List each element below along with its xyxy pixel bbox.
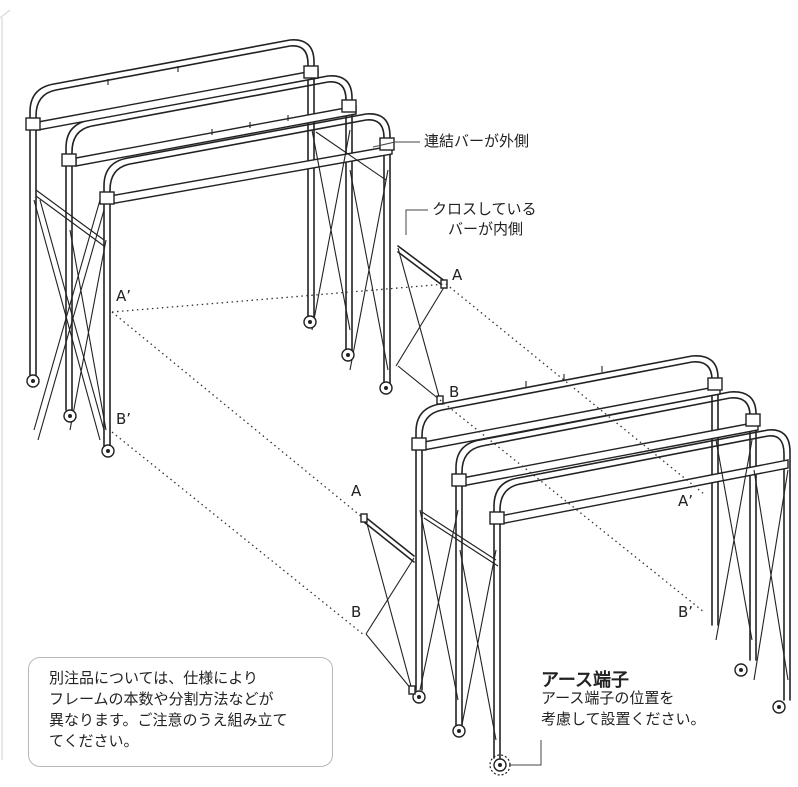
custom-order-note: 別注品については、仕様により フレームの本数や分割方法などが 異なります。ご注意… bbox=[28, 657, 333, 767]
earth-terminal-title: アース端子 bbox=[541, 670, 630, 691]
earth-desc-line-1: アース端子の位置を bbox=[541, 689, 675, 707]
label-b-top: B bbox=[449, 383, 460, 401]
bottom-arch-3 bbox=[493, 429, 791, 759]
label-a-top: A bbox=[452, 266, 463, 284]
leader-outer-bar bbox=[372, 141, 420, 148]
callout-cross-line2: バーが内側 bbox=[448, 220, 524, 238]
label-b-prime-top: B’ bbox=[116, 410, 132, 428]
bottom-arch-1 bbox=[415, 355, 719, 691]
cross-brace-lower bbox=[360, 513, 416, 695]
earth-terminal-description: アース端子の位置を 考慮して設置ください。 bbox=[541, 688, 706, 730]
label-b-prime-bottom: B’ bbox=[678, 603, 694, 621]
callout-cross-line1: クロスしている bbox=[432, 200, 537, 218]
note-line-1: 別注品については、仕様により bbox=[49, 669, 258, 687]
callout-outer-bar: 連結バーが外側 bbox=[424, 132, 530, 150]
note-line-2: フレームの本数や分割方法などが bbox=[49, 690, 274, 708]
bottom-frame-unit bbox=[411, 355, 791, 776]
align-line-b bbox=[111, 431, 365, 636]
earth-desc-line-2: 考慮して設置ください。 bbox=[541, 710, 706, 728]
label-a-prime-top: A’ bbox=[116, 287, 132, 305]
leader-cross-bar bbox=[405, 209, 428, 235]
align-line-a bbox=[111, 283, 447, 313]
top-arch-1 bbox=[29, 39, 315, 376]
label-a-prime-bottom: A’ bbox=[678, 492, 694, 510]
top-arch-2 bbox=[65, 75, 353, 411]
top-arch-3 bbox=[103, 113, 391, 449]
label-a-bottom: A bbox=[351, 482, 362, 500]
note-line-4: てください。 bbox=[49, 732, 139, 750]
leader-earth bbox=[509, 740, 542, 766]
top-frame-unit bbox=[25, 39, 395, 458]
cross-brace-upper bbox=[395, 245, 448, 405]
note-line-3: 異なります。ご注意のうえ組み立て bbox=[49, 711, 288, 729]
label-b-bottom: B bbox=[351, 603, 362, 621]
